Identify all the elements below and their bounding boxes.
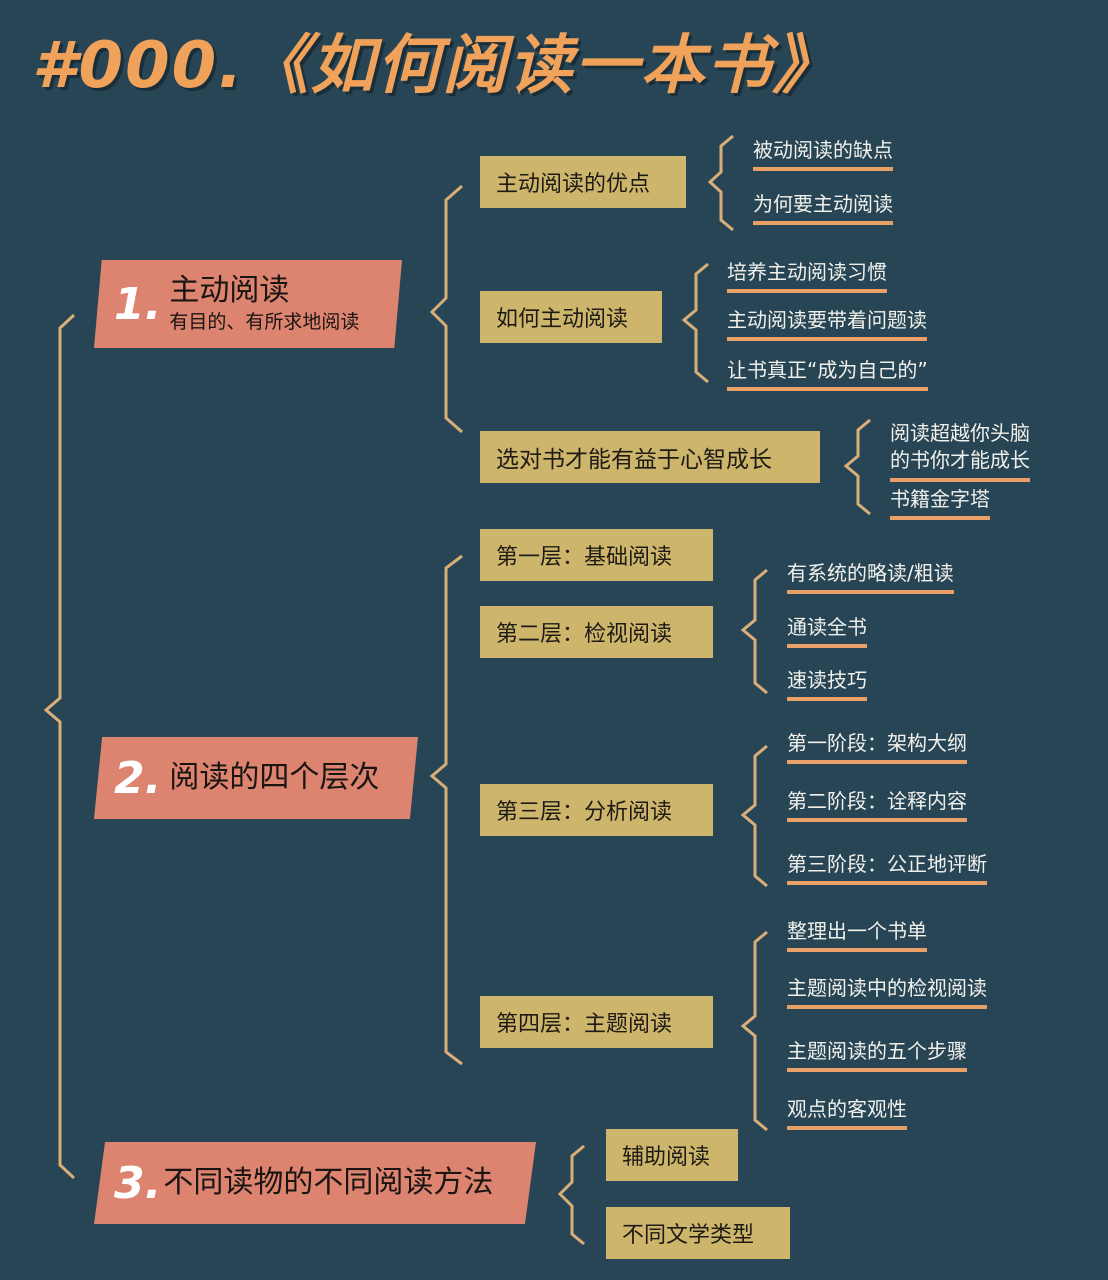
section-1-subtitle: 有目的、有所求地阅读 [169,311,360,333]
leaf: 为何要主动阅读 [753,191,893,225]
leaf: 主题阅读中的检视阅读 [787,975,987,1009]
node-level-4-syntopical: 第四层：主题阅读 [480,996,713,1048]
section-1-node: 1. 主动阅读 有目的、有所求地阅读 [94,260,402,348]
node-choose-right-books: 选对书才能有益于心智成长 [480,431,820,483]
section-3-title: 不同读物的不同阅读方法 [163,1165,494,1200]
node-level-2-inspectional: 第二层：检视阅读 [480,606,713,658]
node-how-to-read-actively: 如何主动阅读 [480,291,662,343]
section1-bracket [429,184,463,434]
node-active-reading-benefits: 主动阅读的优点 [480,156,686,208]
node-literary-genres: 不同文学类型 [606,1207,790,1259]
leaf: 培养主动阅读习惯 [727,259,887,293]
leaf: 观点的客观性 [787,1096,907,1130]
section-1-number: 1. [114,278,162,330]
section3-bracket [557,1144,585,1246]
section-2-node: 2. 阅读的四个层次 [94,737,418,819]
root-bracket [43,313,76,1180]
page-title: #000.《如何阅读一本书》 [32,29,839,103]
leaf: 主动阅读要带着问题读 [727,307,927,341]
leaf: 速读技巧 [787,667,867,701]
section-3-node: 3. 不同读物的不同阅读方法 [94,1142,536,1224]
leaf: 让书真正“成为自己的” [727,357,928,391]
node-level-3-analytical: 第三层：分析阅读 [480,784,713,836]
section-1-title: 主动阅读 [169,273,290,308]
leaf: 书籍金字塔 [890,486,990,520]
section-2-number: 2. [114,752,162,804]
leaf: 主题阅读的五个步骤 [787,1038,967,1072]
leaf: 阅读超越你头脑 的书你才能成长 [890,420,1030,482]
section-3-number: 3. [114,1157,162,1209]
section-2-title: 阅读的四个层次 [169,760,380,795]
node-auxiliary-reading: 辅助阅读 [606,1129,738,1181]
leaf: 第一阶段：架构大纲 [787,730,967,764]
leaf: 通读全书 [787,614,867,648]
leaf: 第三阶段：公正地评断 [787,851,987,885]
leaf: 被动阅读的缺点 [753,137,893,171]
leaf: 有系统的略读/粗读 [787,560,954,594]
node-level-1-elementary: 第一层：基础阅读 [480,529,713,581]
leaf: 整理出一个书单 [787,918,927,952]
leaf: 第二阶段：诠释内容 [787,788,967,822]
section2-bracket [429,554,463,1066]
